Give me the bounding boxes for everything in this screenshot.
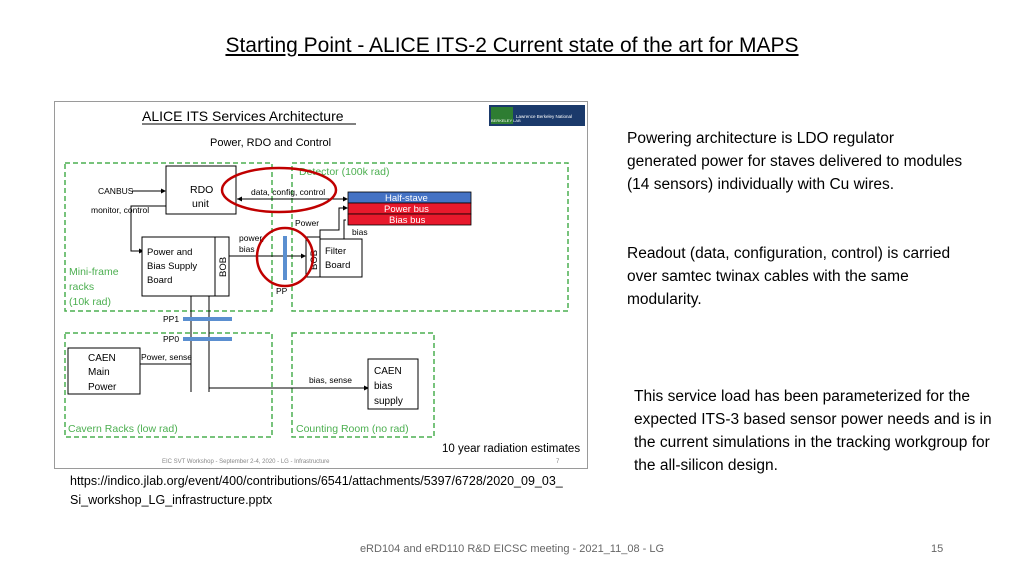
psb-label: Board <box>147 275 172 286</box>
bias-label: bias <box>352 227 368 237</box>
logo-small-text: BERKELEY LAB <box>491 118 521 123</box>
rdo-to-psb-line <box>130 205 166 252</box>
filter-board-label: Board <box>325 260 350 271</box>
bias-to-bus-line <box>343 219 346 239</box>
counting-room-zone <box>291 332 435 438</box>
bob-left-box <box>214 236 230 297</box>
architecture-diagram: ALICE ITS Services Architecture Power, R… <box>54 101 588 469</box>
caen-main-label: Power <box>88 382 117 393</box>
pp1-bar <box>183 317 232 321</box>
slide-footer: eRD104 and eRD110 R&D EICSC meeting - 20… <box>359 543 665 555</box>
diagram-subtitle: Power, RDO and Control <box>210 137 331 149</box>
bias-bus-bar <box>347 213 472 226</box>
power-to-bus-line <box>319 207 346 237</box>
pp1-label: PP1 <box>163 314 179 324</box>
bias-sense-label: bias, sense <box>309 375 352 385</box>
monitor-control-label: monitor, control <box>91 205 149 215</box>
rdo-unit-box <box>165 165 237 215</box>
bob-left-label: BOB <box>218 257 229 277</box>
caen-bias-label: supply <box>374 396 403 407</box>
canbus-label: CANBUS <box>98 186 134 196</box>
bob-right-label: BOB <box>309 250 320 270</box>
powering-paragraph: Powering architecture is LDO regulator g… <box>627 130 963 193</box>
bias-bus-label: Bias bus <box>389 215 426 226</box>
mini-frame-label: Mini-frame <box>69 266 119 278</box>
highlight-ellipse-power <box>255 226 315 288</box>
counting-zone-label: Counting Room (no rad) <box>296 423 409 435</box>
mini-frame-zone <box>64 162 273 312</box>
data-config-arrowhead-left <box>237 196 242 202</box>
psb-label: Power and <box>147 247 192 258</box>
power-sense-label: Power, sense <box>141 352 192 362</box>
power-bias-arrowhead <box>301 253 306 259</box>
psb-label: Bias Supply <box>147 261 197 272</box>
bias-sense-arrowhead <box>364 385 369 391</box>
filter-board-label: Filter <box>325 246 346 257</box>
pp-label: PP <box>276 286 288 296</box>
logo-text: Lawrence Berkeley National <box>516 114 572 119</box>
mini-frame-label: racks <box>69 281 94 293</box>
rdo-unit-label: RDO <box>190 184 213 196</box>
page-number: 15 <box>931 543 944 555</box>
mini-frame-label: (10k rad) <box>69 296 111 308</box>
readout-paragraph: Readout (data, configuration, control) i… <box>627 245 951 308</box>
pp0-bar <box>183 337 232 341</box>
diagram-title: ALICE ITS Services Architecture <box>142 108 344 124</box>
caen-bias-label: CAEN <box>374 366 402 377</box>
highlight-ellipse-data <box>220 166 338 214</box>
berkeley-lab-logo: BERKELEY LAB Lawrence Berkeley National <box>489 105 585 126</box>
data-config-label: data, config, control <box>251 187 325 197</box>
workshop-page-number: 7 <box>556 459 560 465</box>
source-link[interactable]: https://indico.jlab.org/event/400/contri… <box>70 474 563 507</box>
power-bias-label: power, <box>239 233 264 243</box>
power-bias-supply-board <box>141 236 216 297</box>
power-bias-label: bias <box>239 244 255 254</box>
caen-main-label: Main <box>88 367 110 378</box>
data-config-arrowhead-right <box>343 196 348 202</box>
power-bus-label: Power bus <box>384 204 429 215</box>
pp0-label: PP0 <box>163 334 179 344</box>
canbus-arrowhead <box>161 188 166 194</box>
half-stave-label: Half-stave <box>385 193 428 204</box>
caen-main-power-box <box>67 347 141 395</box>
rdo-unit-label: unit <box>192 198 209 210</box>
power-label: Power <box>295 218 319 228</box>
cavern-racks-zone <box>64 332 273 438</box>
slide-title: Starting Point - ALICE ITS-2 Current sta… <box>225 34 799 57</box>
radiation-label: 10 year radiation estimates <box>442 443 580 455</box>
power-to-bus-arrowhead <box>343 205 348 211</box>
filter-board-box <box>319 238 363 278</box>
service-load-paragraph: This service load has been parameterized… <box>634 388 992 474</box>
patch-panel-bar <box>283 236 287 280</box>
cavern-zone-label: Cavern Racks (low rad) <box>68 423 178 435</box>
caen-main-label: CAEN <box>88 353 116 364</box>
detector-zone <box>291 162 569 312</box>
caen-bias-supply-box <box>367 358 419 410</box>
workshop-footer: EIC SVT Workshop - September 2-4, 2020 -… <box>162 459 330 465</box>
caen-bias-label: bias <box>374 381 392 392</box>
